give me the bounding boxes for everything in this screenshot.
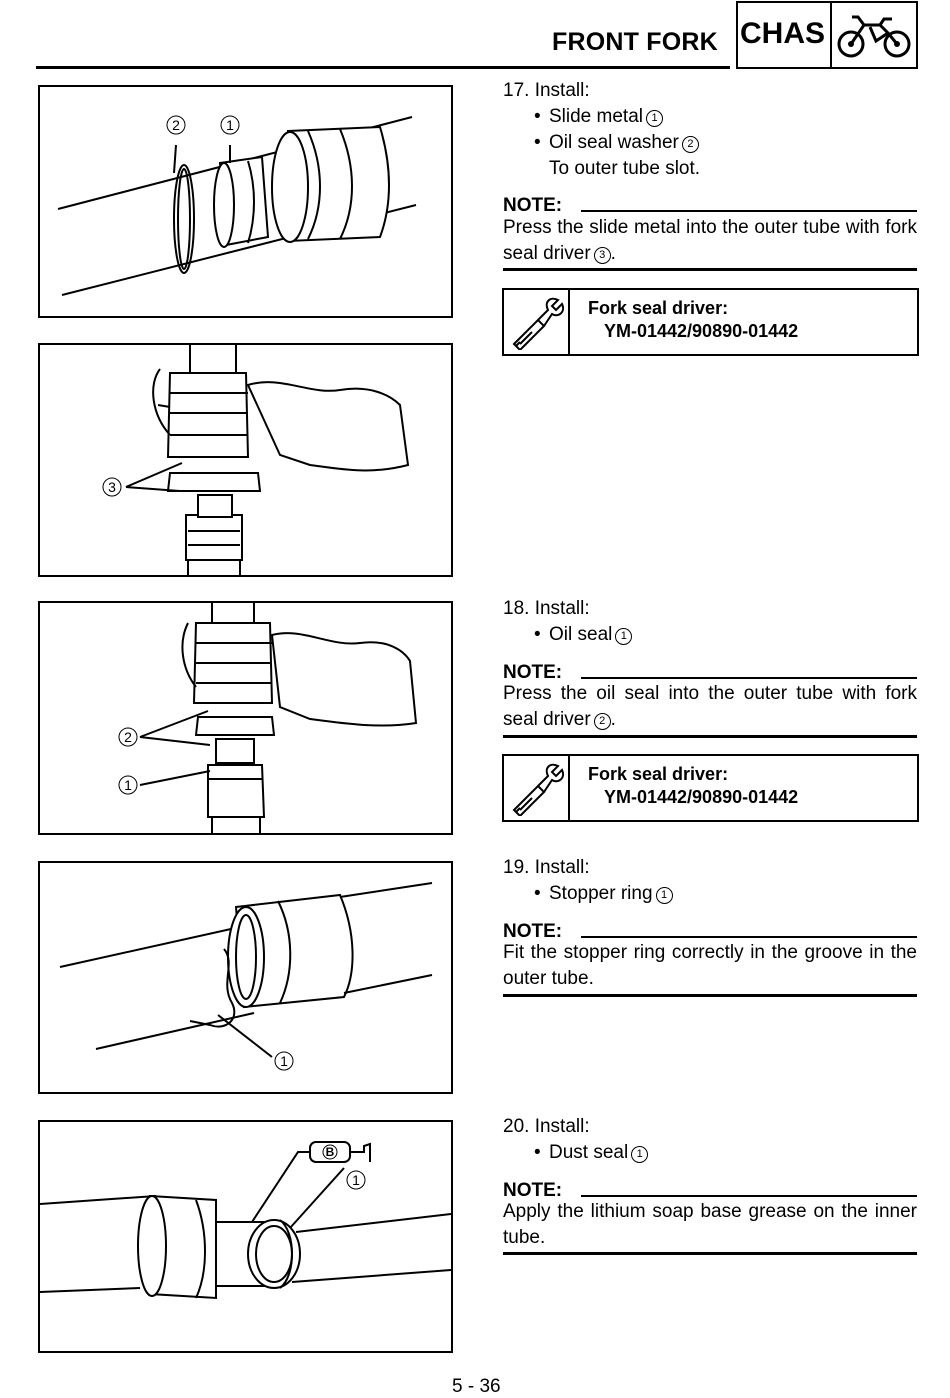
item-text: Dust seal [549,1142,629,1163]
badge-divider [830,3,832,67]
tool-name: Fork seal driver: [588,764,729,784]
tool-part-number: YM-01442/90890-01442 [604,787,799,807]
ref-number: 3 [593,247,611,264]
section-badge: CHAS [736,1,918,69]
tool-box: Fork seal driver: YM-01442/90890-01442 [502,288,919,356]
ref-number: 1 [655,887,673,904]
ref-number: 2 [593,713,611,730]
note-text: Apply the lithium soap base grease on th… [503,1201,917,1248]
step-number: 17. [503,80,530,101]
item-text: Oil seal [549,624,613,645]
note-rule [581,1195,917,1197]
grease-label: B [326,1145,335,1159]
step-17-title: 17. Install: [503,78,590,104]
note-body: Press the oil seal into the outer tube w… [503,683,917,730]
callout-label: 1 [280,1053,288,1069]
motorcycle-icon [837,15,911,58]
note-rule [581,677,917,679]
step-action: Install: [534,80,590,101]
tool-divider [568,290,570,354]
callout-label: 2 [172,117,180,133]
note-header: NOTE: [503,660,917,686]
note-label: NOTE: [503,1180,563,1201]
tool-divider [568,756,570,820]
figure-slide-metal-washer: 2 1 [38,85,453,318]
figure-oil-seal: 2 1 [38,601,453,835]
step-action: Install: [534,1116,590,1137]
step-action: Install: [534,857,590,878]
note-text: Press the oil seal into the outer tube w… [503,681,917,733]
figure-slide-metal-driver: 3 [38,343,453,577]
note-end-rule [503,1252,917,1255]
note-end-rule [503,735,917,738]
step-20-title: 20. Install: [503,1114,590,1140]
note-rule [581,936,917,938]
ref-number: 1 [615,628,633,645]
item-text: Slide metal [549,106,643,127]
tool-box: Fork seal driver: YM-01442/90890-01442 [502,754,919,822]
note-header: NOTE: [503,1178,917,1204]
callout-label: 1 [124,777,132,793]
step-number: 20. [503,1116,530,1137]
note-label: NOTE: [503,195,563,216]
figure-stopper-ring: 1 [38,861,453,1094]
section-badge-label: CHAS [740,17,826,50]
step-19-title: 19. Install: [503,855,590,881]
note-end: . [610,709,616,730]
note-body: Press the slide metal into the outer tub… [503,217,917,264]
note-label: NOTE: [503,662,563,683]
header-rule [36,66,730,69]
note-header: NOTE: [503,193,917,219]
ref-number: 1 [646,110,663,127]
callout-label: 1 [226,117,234,133]
tool-icon [512,297,564,350]
ref-number: 1 [631,1146,649,1163]
note-rule [581,210,917,212]
ref-number: 2 [681,136,699,153]
note-end-rule [503,268,917,271]
note-text: Press the slide metal into the outer tub… [503,215,917,267]
figure-dust-seal: B 1 [38,1120,453,1353]
continuation-text: To outer tube slot. [549,158,701,179]
tool-icon [512,763,564,816]
note-label: NOTE: [503,921,563,942]
item-text: Oil seal washer [549,132,679,153]
note-text: Fit the stopper ring correctly in the gr… [503,942,917,989]
callout-label: 2 [124,729,132,745]
note-end-rule [503,994,917,997]
step-action: Install: [534,598,590,619]
step-number: 19. [503,857,530,878]
step-18-title: 18. Install: [503,596,590,622]
step-number: 18. [503,598,530,619]
callout-label: 1 [352,1172,360,1188]
page-number: 5 - 36 [452,1376,501,1397]
note-end: . [610,243,616,264]
page-title: FRONT FORK [552,28,718,56]
tool-part-number: YM-01442/90890-01442 [604,321,799,341]
item-text: Stopper ring [549,883,653,904]
tool-name: Fork seal driver: [588,298,729,318]
callout-label: 3 [108,479,116,495]
note-header: NOTE: [503,919,917,945]
